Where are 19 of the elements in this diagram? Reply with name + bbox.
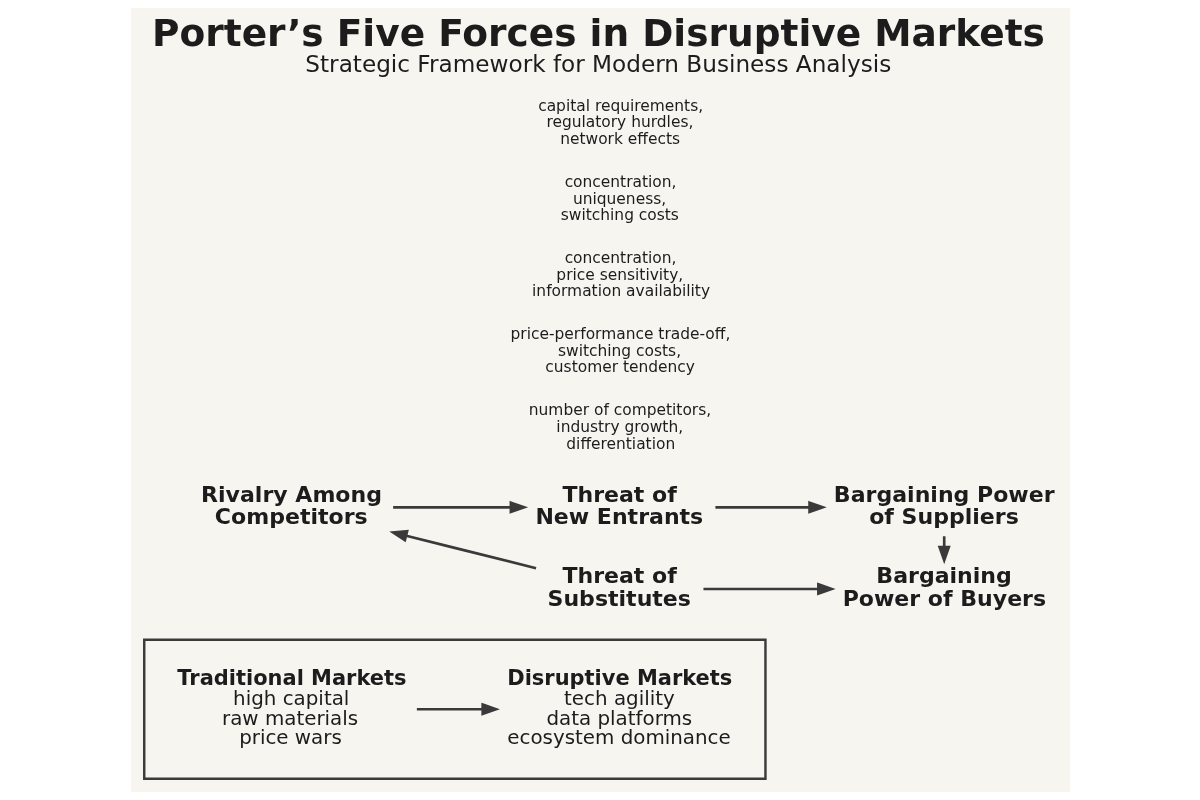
node-text: Bargaining Power of Buyers (842, 563, 1046, 611)
arrow (416, 702, 500, 716)
label: capital requirements, regulatory hurdles, network effects (537, 96, 703, 148)
node-text: Disruptive Markets tech agility data platforms ecosystem dominance (506, 665, 732, 750)
arrow (388, 529, 536, 570)
label: number of competitors, industry growth, differentiation (528, 401, 711, 453)
label: concentration, uniqueness, switching costs (560, 172, 679, 225)
node-text: Bargaining Power of Suppliers (833, 481, 1055, 529)
node-text: Threat of New Entrants (534, 481, 703, 529)
label: concentration, price sensitivity, information availability (531, 249, 710, 301)
node-text: Rivalry Among Competitors (200, 481, 382, 529)
node-text: Threat of Substitutes (547, 563, 691, 611)
arrow (702, 582, 836, 596)
label: price-performance trade-off, switching costs, customer tendency (510, 325, 730, 377)
arrow (392, 500, 528, 514)
arrow (714, 500, 827, 514)
cluster (142, 638, 767, 780)
node-text: Traditional Markets high capital raw materials price wars (176, 665, 407, 750)
arrow (937, 536, 951, 565)
